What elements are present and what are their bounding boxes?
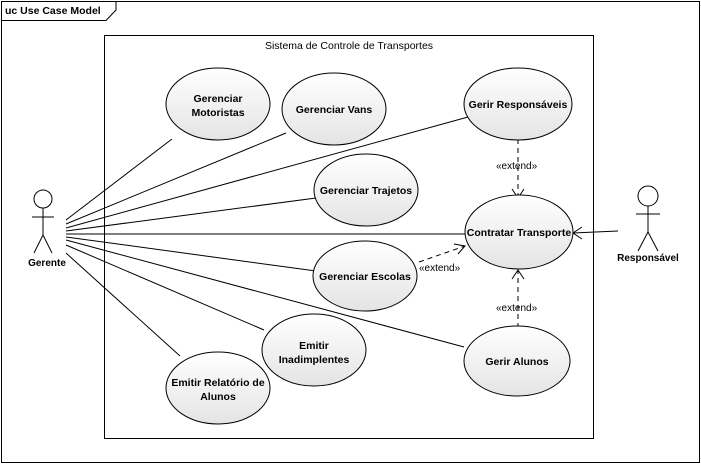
svg-text:Gerenciar: Gerenciar (193, 93, 242, 105)
svg-text:Emitir Relatório de: Emitir Relatório de (171, 377, 265, 389)
extend-label-bottom: «extend» (496, 303, 538, 314)
svg-text:Gerenciar Vans: Gerenciar Vans (296, 104, 373, 116)
responsavel-association (572, 226, 619, 240)
use-case-gerir-responsaveis[interactable]: Gerir Responsáveis (463, 67, 573, 141)
system-title: Sistema de Controle de Transportes (265, 40, 433, 52)
svg-text:Gerenciar Trajetos: Gerenciar Trajetos (320, 185, 412, 197)
svg-text:Motoristas: Motoristas (191, 107, 244, 119)
use-case-gerenciar-motoristas[interactable]: Gerenciar Motoristas (165, 67, 271, 141)
extend-label-escolas: «extend» (419, 263, 461, 274)
frame-title: uc Use Case Model (5, 5, 101, 17)
svg-text:Gerir Alunos: Gerir Alunos (485, 356, 548, 368)
svg-text:Gerenciar Escolas: Gerenciar Escolas (319, 271, 411, 283)
extend-escolas (418, 243, 466, 263)
svg-text:Alunos: Alunos (200, 391, 236, 403)
use-case-gerenciar-escolas[interactable]: Gerenciar Escolas (312, 240, 418, 312)
use-case-gerenciar-vans[interactable]: Gerenciar Vans (281, 72, 387, 146)
assoc-gerente-vans (65, 132, 287, 225)
assoc-gerente-alunos (65, 239, 465, 348)
use-case-emitir-relatorio[interactable]: Emitir Relatório de Alunos (165, 351, 271, 425)
actor-gerente-label: Gerente (28, 258, 66, 269)
extend-alunos (511, 269, 525, 328)
use-case-gerenciar-trajetos[interactable]: Gerenciar Trajetos (313, 153, 419, 227)
assoc-gerente-relatorio (65, 252, 181, 357)
use-case-contratar-transporte[interactable]: Contratar Transporte (464, 194, 574, 270)
svg-text:Gerir Responsáveis: Gerir Responsáveis (469, 99, 568, 111)
use-case-emitir-inadimplentes[interactable]: Emitir Inadimplentes (261, 313, 367, 387)
gerente-associations (65, 116, 469, 357)
assoc-gerente-inadimplentes (65, 244, 265, 331)
assoc-gerente-motoristas (65, 138, 173, 221)
actor-gerente[interactable] (32, 189, 54, 254)
frame-title-tab (1, 1, 117, 21)
actor-responsavel-head-icon (637, 185, 659, 207)
extend-label-top: «extend» (496, 161, 538, 172)
actor-responsavel[interactable] (636, 185, 660, 252)
assoc-gerente-responsaveis (65, 116, 469, 229)
assoc-gerente-trajetos (65, 197, 317, 232)
assoc-gerente-escolas (65, 236, 317, 272)
svg-text:Contratar Transporte: Contratar Transporte (467, 227, 572, 239)
actor-responsavel-label: Responsável (617, 253, 679, 264)
actor-gerente-head-icon (33, 189, 53, 209)
svg-text:Inadimplentes: Inadimplentes (279, 354, 350, 366)
svg-text:Emitir: Emitir (299, 340, 329, 352)
use-case-gerir-alunos[interactable]: Gerir Alunos (463, 325, 571, 397)
